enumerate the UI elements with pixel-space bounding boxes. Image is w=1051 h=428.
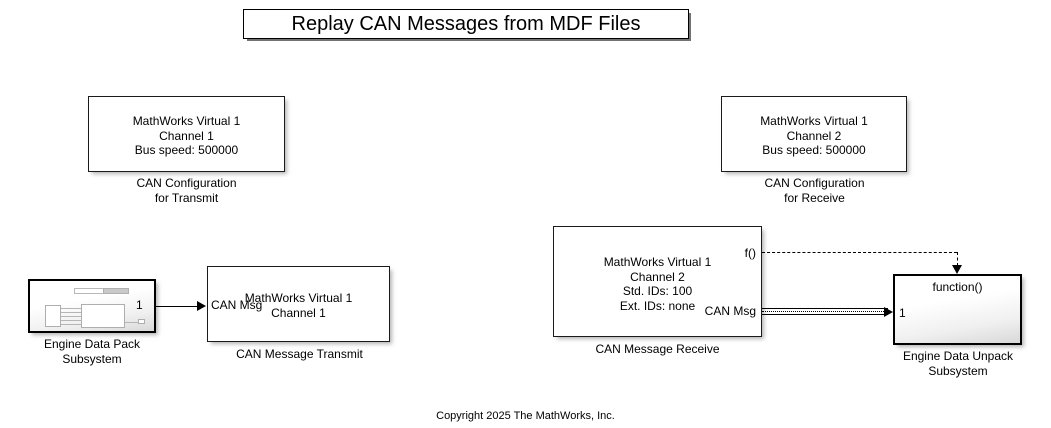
can-message-receive-text: MathWorks Virtual 1 Channel 2 Std. IDs: … [603, 255, 712, 313]
subsystem-thumbnail-icon [30, 281, 154, 331]
engine-data-pack-out-port-label: 1 [136, 298, 143, 312]
signal-function-call-arrow [951, 265, 962, 274]
block-can-message-transmit[interactable]: MathWorks Virtual 1 Channel 1 [207, 266, 390, 342]
block-can-configuration-receive[interactable]: MathWorks Virtual 1 Channel 2 Bus speed:… [721, 96, 907, 172]
engine-data-unpack-trigger-label: function() [932, 280, 983, 294]
model-title-banner: Replay CAN Messages from MDF Files [243, 9, 689, 39]
page-title: Replay CAN Messages from MDF Files [291, 13, 641, 35]
copyright-text: Copyright 2025 The MathWorks, Inc. [436, 410, 615, 422]
can-message-transmit-in-port-label: CAN Msg [211, 298, 263, 312]
can-message-receive-caption: CAN Message Receive [595, 342, 720, 356]
signal-pack-to-transmit [156, 305, 199, 307]
can-message-transmit-text: MathWorks Virtual 1 Channel 1 [244, 291, 353, 320]
block-can-configuration-transmit[interactable]: MathWorks Virtual 1 Channel 1 Bus speed:… [88, 96, 285, 172]
can-message-receive-fcn-port-label: f() [744, 246, 756, 260]
engine-data-pack-caption: Engine Data Pack Subsystem [43, 337, 141, 366]
signal-function-call-horizontal [762, 252, 957, 253]
can-message-transmit-caption: CAN Message Transmit [236, 347, 363, 361]
can-configuration-transmit-text: MathWorks Virtual 1 Channel 1 Bus speed:… [132, 114, 241, 157]
block-engine-data-unpack-subsystem[interactable] [893, 274, 1022, 345]
signal-function-call-vertical [957, 252, 958, 266]
engine-data-unpack-caption: Engine Data Unpack Subsystem [902, 349, 1014, 378]
signal-pack-to-transmit-arrow [197, 300, 206, 311]
can-configuration-transmit-caption: CAN Configuration for Transmit [136, 176, 237, 205]
block-engine-data-pack-subsystem[interactable] [28, 279, 156, 333]
can-configuration-receive-text: MathWorks Virtual 1 Channel 2 Bus speed:… [760, 114, 868, 157]
can-message-receive-msg-port-label: CAN Msg [704, 304, 756, 318]
signal-can-msg-bus [762, 308, 888, 315]
engine-data-unpack-in-port-label: 1 [899, 306, 906, 320]
can-configuration-receive-caption: CAN Configuration for Receive [764, 176, 865, 205]
block-can-message-receive[interactable]: MathWorks Virtual 1 Channel 2 Std. IDs: … [553, 226, 762, 337]
signal-can-msg-arrow [884, 306, 893, 317]
